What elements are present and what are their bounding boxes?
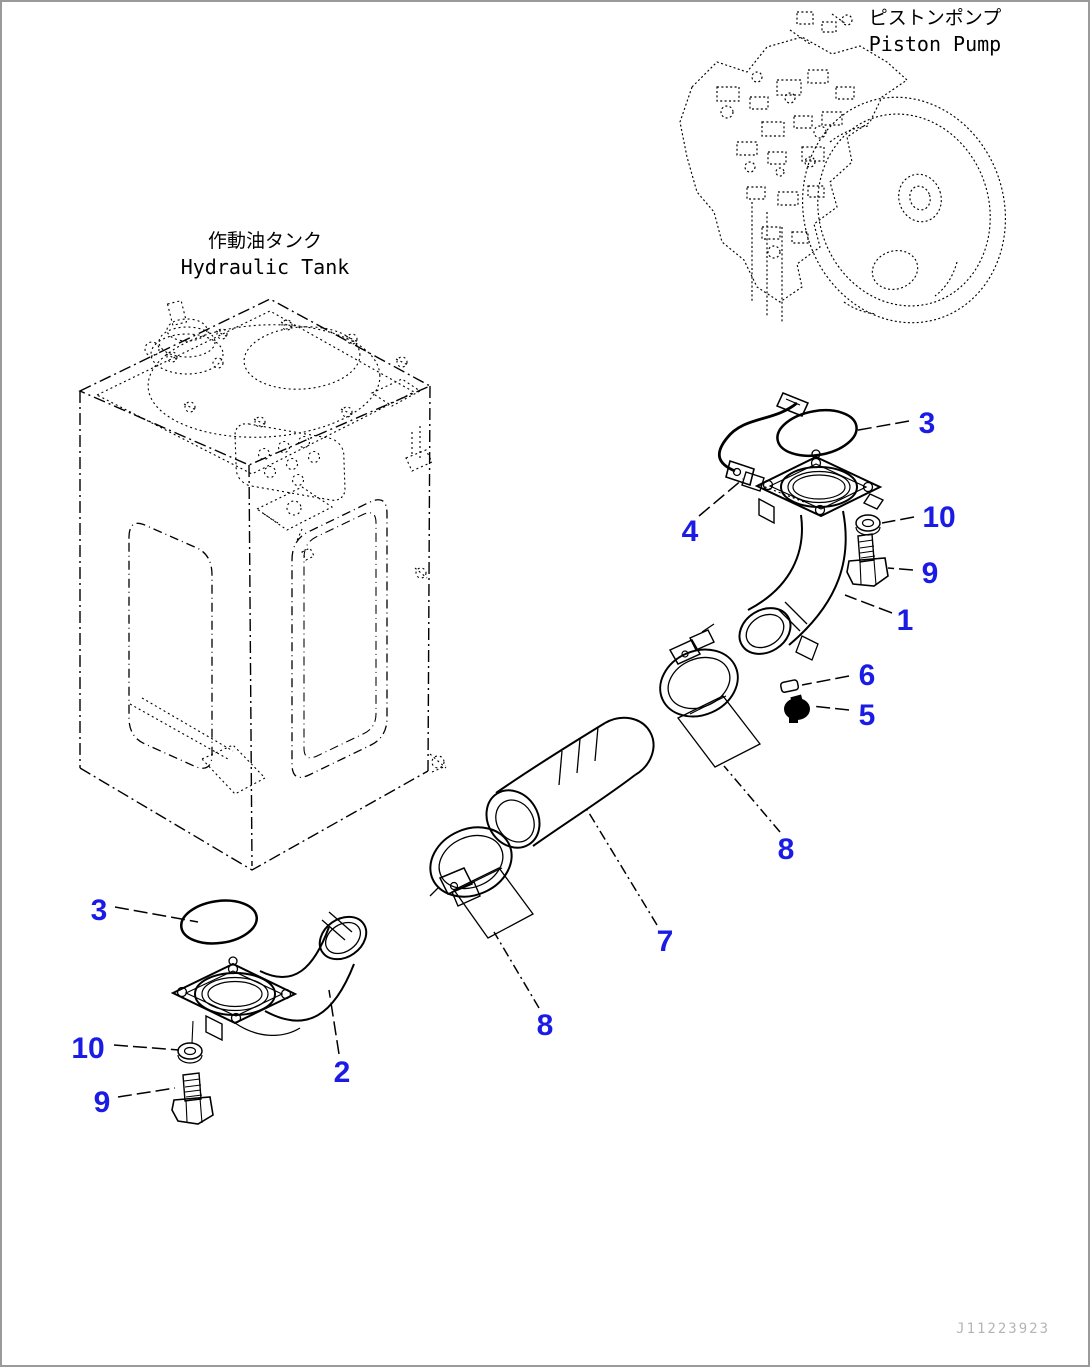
callout-leader-line [811,705,850,711]
piston-pump-drawing [679,11,1006,324]
flange-upper [754,449,885,525]
callout-10[interactable]: 10 [71,1032,180,1065]
callout-leader-line [844,594,893,614]
callout-1[interactable]: 1 [844,594,914,637]
elbow-tube-lower [234,911,368,1037]
plug-part [784,694,810,723]
hydraulic-tank-top-details [129,299,447,795]
harness-wire [717,392,810,503]
callout-number[interactable]: 10 [922,501,955,534]
callout-2[interactable]: 2 [328,989,351,1089]
flange-lower [170,956,298,1044]
callout-number[interactable]: 10 [71,1032,104,1065]
callout-number[interactable]: 3 [91,894,108,927]
callout-number[interactable]: 9 [94,1086,111,1119]
callout-number[interactable]: 8 [537,1009,554,1042]
callout-number[interactable]: 5 [859,699,876,732]
bolt-upper [846,533,889,587]
callout-3[interactable]: 3 [91,894,199,927]
callout-number[interactable]: 4 [682,515,699,548]
callout-6[interactable]: 6 [801,659,876,692]
o-ring-upper [776,408,858,458]
breather-cap [144,299,224,375]
callout-number[interactable]: 6 [859,659,876,692]
elbow-tube-upper [738,510,847,661]
callout-3[interactable]: 3 [852,407,936,440]
callout-10[interactable]: 10 [881,501,956,534]
callout-7[interactable]: 7 [585,807,674,958]
callout-4[interactable]: 4 [682,478,744,548]
callout-number[interactable]: 2 [334,1056,351,1089]
callout-number[interactable]: 9 [922,557,939,590]
tank-cutouts [128,499,388,778]
callout-leader-line [881,516,915,524]
tank-outlet-block [255,486,334,544]
callout-leader-line [114,906,199,923]
callout-leader-line [117,1087,176,1098]
perforated-plate [234,423,346,501]
o-ring-lower [180,899,258,945]
callout-leader-line [801,675,850,686]
callout-8[interactable]: 8 [493,931,554,1042]
callout-9[interactable]: 9 [887,557,939,590]
drawing-id-watermark: J11223923 [956,1321,1050,1337]
pin-part [779,679,800,693]
callout-8[interactable]: 8 [723,765,795,866]
nut-upper [855,514,881,536]
tank-label-en: Hydraulic Tank [181,255,350,279]
clamp-right [659,623,761,768]
callout-number[interactable]: 3 [919,407,936,440]
callout-leader-line [328,989,340,1055]
bolt-lower [171,1072,214,1125]
callout-leader-line [852,420,910,432]
callout-9[interactable]: 9 [94,1086,176,1119]
callout-number[interactable]: 1 [897,604,914,637]
callout-5[interactable]: 5 [811,699,876,732]
pump-label-jp: ピストンポンプ [869,7,1001,29]
callout-leader-line [698,478,744,517]
callout-number[interactable]: 8 [778,833,795,866]
pump-label-en: Piston Pump [869,32,1001,56]
clamp-left [429,826,534,939]
nut-lower [177,1042,203,1064]
tank-bottom-details [129,697,447,795]
hydraulic-tank-drawing [78,298,432,871]
callout-leader-line [887,567,914,571]
tank-label-jp: 作動油タンク [208,230,322,252]
callout-leader-line [493,931,540,1009]
callout-leader-line [723,765,781,833]
cover-bolts [165,319,409,428]
callout-leader-line [585,807,658,926]
tank-brackets [301,378,433,579]
callout-leader-line [113,1044,180,1051]
callout-number[interactable]: 7 [657,925,674,958]
